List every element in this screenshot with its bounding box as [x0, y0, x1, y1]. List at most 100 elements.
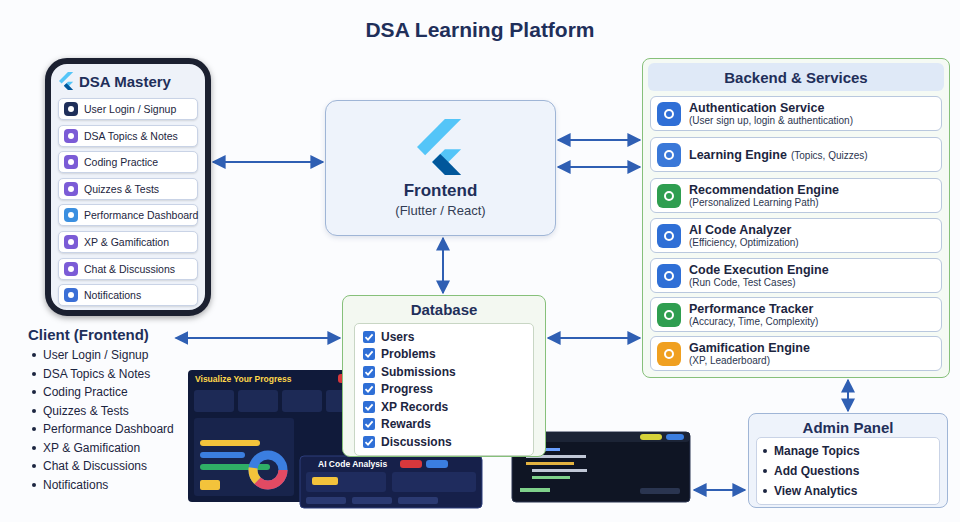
menu-icon: [64, 129, 78, 143]
check-mark: [366, 439, 373, 444]
bullet-dot: [32, 464, 36, 468]
admin-task: Add Questions: [774, 464, 859, 478]
bullet-row: View Analytics: [763, 481, 933, 501]
check-mark: [366, 404, 373, 409]
menu-icon: [64, 288, 78, 302]
check-mark: [366, 352, 373, 357]
service-text: Gamification Engine(XP, Leaderboard): [689, 341, 810, 366]
panel-box: Backend & ServicesAuthentication Service…: [642, 58, 950, 378]
menu-icon: [64, 262, 78, 276]
service-icon: [657, 264, 681, 288]
service-name: Authentication Service: [689, 101, 853, 115]
menu-icon: [64, 102, 78, 116]
service-text: AI Code Analyzer(Efficiency, Optimizatio…: [689, 223, 799, 248]
check-fill: [363, 331, 375, 343]
connector-arrow: [558, 166, 640, 168]
decor-shape: [352, 497, 392, 504]
table-name: Discussions: [381, 435, 452, 449]
database-heading: Database: [411, 301, 478, 318]
connector-arrow: [442, 238, 444, 293]
item-box: Quizzes & Tests: [58, 178, 198, 200]
service-icon: [657, 303, 681, 327]
service-text: Recommendation Engine(Personalized Learn…: [689, 183, 839, 208]
bullet-dot: [32, 446, 36, 450]
bullet-row: Manage Topics: [763, 441, 933, 461]
panel-header: Backend & Services: [648, 63, 944, 91]
check-fill: [363, 366, 375, 378]
check-box: [363, 348, 375, 360]
check-box: [363, 436, 375, 448]
menu-item-text: User Login / Signup: [84, 103, 176, 115]
decor-shape: [238, 390, 278, 412]
panel-heading: Backend & Services: [724, 69, 867, 86]
menu-icon: [64, 182, 78, 196]
service-name: Code Execution Engine: [689, 263, 829, 277]
check-box: [363, 383, 375, 395]
screenshot-caption: Visualize Your Progress: [195, 374, 291, 384]
service-box: Recommendation Engine(Personalized Learn…: [650, 178, 942, 213]
feature-text: XP & Gamification: [43, 441, 140, 455]
decor-shape: [306, 472, 386, 492]
check-fill: [363, 436, 375, 448]
decor-shape: [640, 434, 662, 440]
service-box: Performance Tracker(Accuracy, Time, Comp…: [650, 297, 942, 332]
decor-shape: [300, 456, 482, 508]
table-name: Users: [381, 330, 414, 344]
admin-heading: Admin Panel: [803, 419, 894, 436]
admin-task: View Analytics: [774, 484, 857, 498]
decor-shape: [253, 455, 283, 485]
menu-icon: [64, 208, 78, 222]
feature-text: User Login / Signup: [43, 348, 148, 362]
phone-header: DSA Mastery: [59, 72, 171, 90]
service-detail: (Topics, Quizzes): [791, 150, 868, 161]
decor-shape: [200, 464, 270, 470]
table-list: UsersProblemsSubmissionsProgressXP Recor…: [354, 323, 534, 456]
decor-shape: [194, 418, 294, 496]
table-row: Problems: [363, 346, 525, 364]
service-name: Learning Engine: [689, 148, 787, 162]
decor-shape: [253, 455, 283, 485]
item-box: Coding Practice: [58, 151, 198, 173]
decor-shape: [200, 452, 245, 458]
service-detail: (Personalized Learning Path): [689, 197, 839, 208]
decor-shape: [532, 476, 570, 479]
menu-item-text: XP & Gamification: [84, 236, 169, 248]
service-name: AI Code Analyzer: [689, 223, 799, 237]
menu-item-text: DSA Topics & Notes: [84, 130, 178, 142]
table-row: XP Records: [363, 398, 525, 416]
service-text: Authentication Service(User sign up, log…: [689, 101, 853, 126]
feature-text: Quizzes & Tests: [43, 404, 129, 418]
connector-arrow: [558, 139, 640, 141]
service-detail: (XP, Leaderboard): [689, 355, 810, 366]
service-name: Performance Tracker: [689, 302, 818, 316]
bullet-row: DSA Topics & Notes: [28, 365, 174, 384]
bullet-row: User Login / Signup: [28, 346, 174, 365]
check-fill: [363, 383, 375, 395]
service-name: Gamification Engine: [689, 341, 810, 355]
bullet-dot: [763, 489, 767, 493]
item-box: User Login / Signup: [58, 98, 198, 120]
item-box: Performance Dashboard: [58, 204, 198, 226]
service-icon: [657, 342, 681, 366]
table-name: Problems: [381, 347, 436, 361]
service-icon: [657, 184, 681, 208]
menu-item-text: Performance Dashboard: [84, 209, 198, 221]
decor-shape: [426, 460, 448, 468]
check-box: [363, 418, 375, 430]
menu-item-text: Notifications: [84, 289, 141, 301]
check-mark: [366, 422, 373, 427]
frontend-box: Frontend(Flutter / React): [325, 100, 556, 236]
service-box: Gamification Engine(XP, Leaderboard): [650, 336, 942, 371]
check-mark: [366, 369, 373, 374]
table-name: Progress: [381, 382, 433, 396]
decor-shape: [200, 480, 220, 490]
table-row: Users: [363, 328, 525, 346]
decor-shape: [398, 497, 438, 504]
feature-text: Notifications: [43, 478, 108, 492]
service-text: Learning Engine (Topics, Quizzes): [689, 148, 868, 162]
bullet-row: Quizzes & Tests: [28, 402, 174, 421]
bullet-dot: [32, 353, 36, 357]
service-name: Recommendation Engine: [689, 183, 839, 197]
bullet-dot: [32, 427, 36, 431]
box-subtext: (Flutter / React): [395, 203, 485, 218]
